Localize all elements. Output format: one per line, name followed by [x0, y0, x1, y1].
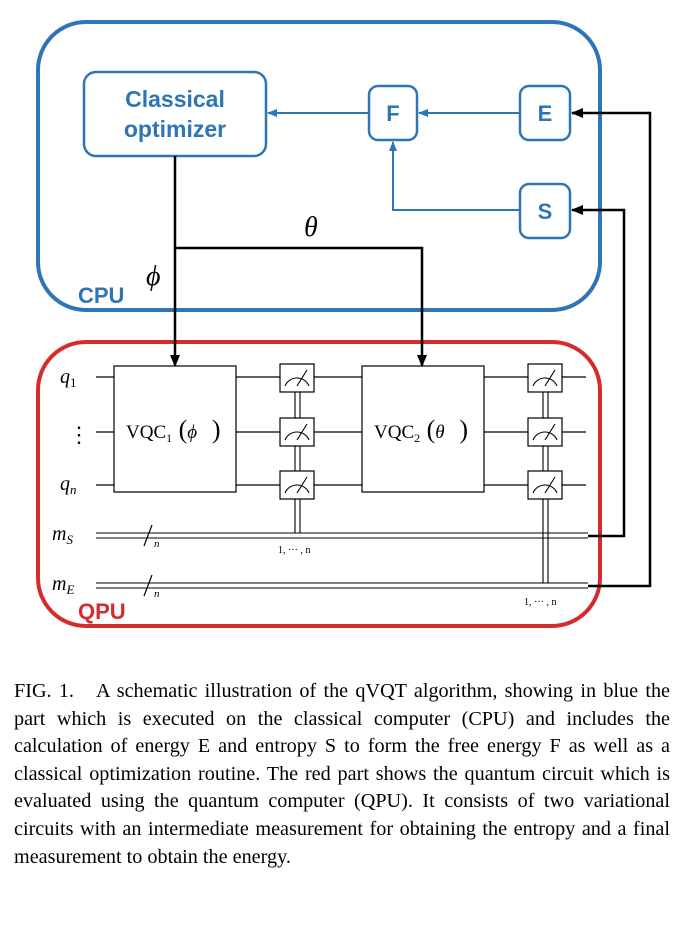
caption-text: A schematic illustration of the qVQT alg… [14, 680, 670, 868]
vqc2-gate [361, 365, 485, 493]
me-to-energy-arrow [571, 108, 652, 588]
classical-wires [96, 532, 588, 589]
ms-bus-slash [143, 524, 153, 547]
final-readout-label: 1, ··· , n [524, 597, 557, 608]
wire-label-dots: ⋮ [68, 422, 90, 447]
me-bus-width: n [154, 588, 160, 600]
cpu-box [36, 20, 602, 312]
vqc1-gate [113, 365, 237, 493]
meter-icon [279, 470, 315, 500]
vqc2-label: VQC2 (θ⃗) [374, 415, 468, 445]
vqc1-label: VQC1 (ϕ⃗) [126, 415, 221, 445]
classical-optimizer-box [82, 70, 268, 158]
optimizer-label-line2: optimizer [124, 116, 226, 142]
ms-to-entropy-arrow [571, 205, 626, 538]
wire-label-qn: qn [60, 473, 77, 497]
cpu-label: CPU [78, 283, 124, 308]
me-bus-slash [143, 574, 153, 597]
theta-arrow [175, 246, 427, 367]
wire-label-me: mE [52, 573, 74, 597]
free-energy-label: F [386, 101, 399, 126]
final-measurements [527, 363, 563, 583]
meter-icon [279, 363, 315, 393]
intermediate-measurements [279, 363, 315, 533]
meter-icon [279, 417, 315, 447]
phi-label: ϕ [146, 261, 161, 292]
ms-bus-width: n [154, 538, 160, 550]
arrow-s-to-f [389, 141, 520, 211]
wire-label-ms: mS [52, 523, 73, 547]
figure-caption: FIG. 1.A schematic illustration of the q… [14, 678, 670, 871]
meter-icon [527, 363, 563, 393]
qpu-box [36, 340, 602, 628]
energy-label: E [538, 101, 553, 126]
caption-label: FIG. 1. [14, 680, 74, 702]
theta-label: θ [304, 212, 318, 243]
wire-label-q1: q1 [60, 366, 77, 390]
intermediate-readout-label: 1, ··· , n [278, 545, 311, 556]
entropy-label: S [538, 199, 553, 224]
qpu-label: QPU [78, 599, 126, 624]
qvqt-schematic: CPU QPU Classical optimizer F E S θ ϕ n … [36, 20, 652, 628]
optimizer-label-line1: Classical [125, 86, 225, 112]
meter-icon [527, 470, 563, 500]
meter-icon [527, 417, 563, 447]
